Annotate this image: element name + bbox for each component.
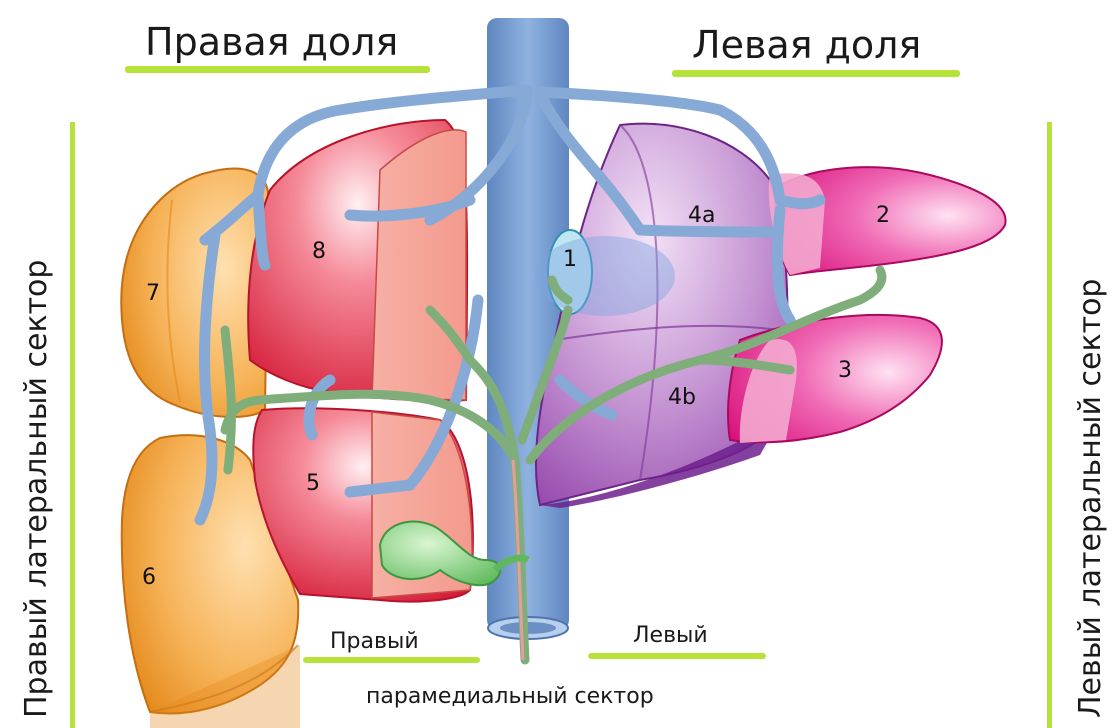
- right-lateral-sector-label: Правый латеральный сектор: [19, 260, 54, 718]
- left-paramedian-label: Левый: [633, 623, 708, 648]
- segment-6-number: 6: [142, 565, 156, 590]
- right-paramedian-underline: [303, 657, 480, 663]
- segment-5-number: 5: [306, 471, 320, 496]
- right-lobe-underline: [125, 66, 430, 73]
- right-divider-line: [1047, 122, 1052, 728]
- segment-4-lobe: [536, 124, 787, 508]
- segment-3-lobe: [728, 315, 942, 443]
- left-lateral-sector-label: Левый латеральный сектор: [1073, 279, 1108, 718]
- segment-8-lobe: [248, 120, 467, 401]
- right-lobe-label: Правая доля: [145, 20, 398, 64]
- segment-4b-number: 4b: [668, 385, 696, 410]
- left-lobe-label: Левая доля: [692, 23, 921, 67]
- segment-7-number: 7: [146, 281, 160, 306]
- segment-4a-number: 4a: [688, 203, 715, 228]
- right-paramedian-label: Правый: [330, 629, 419, 654]
- segment-1-number: 1: [563, 247, 577, 272]
- paramedian-sector-label: парамедиальный сектор: [366, 684, 654, 709]
- left-divider-line: [70, 122, 75, 728]
- segment-3-number: 3: [838, 358, 852, 383]
- left-paramedian-underline: [588, 653, 766, 659]
- left-lobe-underline: [672, 70, 960, 77]
- segment-2-number: 2: [876, 203, 890, 228]
- segment-8-number: 8: [312, 239, 326, 264]
